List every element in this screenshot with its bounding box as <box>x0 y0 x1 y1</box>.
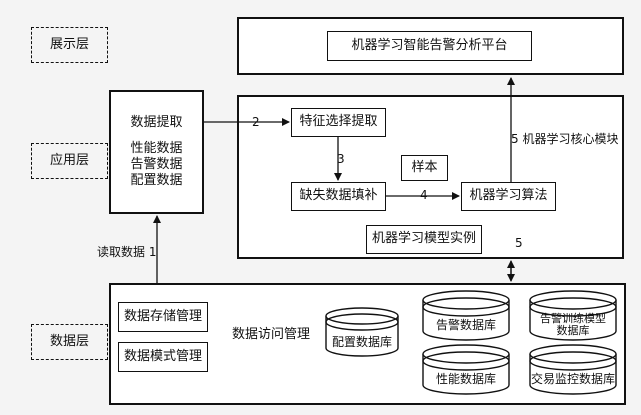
arrow-label-5: 5 <box>515 236 523 250</box>
missing-data-box: 缺失数据填补 <box>291 182 386 211</box>
arrow-label-2: 2 <box>252 115 260 129</box>
storage-mgmt-box: 数据存储管理 <box>118 302 208 332</box>
data-extraction-box: 数据提取 性能数据 告警数据 配置数据 <box>109 90 204 214</box>
database-perf-icon <box>422 344 510 395</box>
schema-mgmt-box: 数据模式管理 <box>118 342 208 372</box>
db-trade-label: 交易监控数据库 <box>530 372 615 386</box>
extraction-item: 配置数据 <box>130 173 183 189</box>
feature-extraction-box: 特征选择提取 <box>291 108 386 137</box>
extraction-item: 性能数据 <box>130 140 183 156</box>
arrow-label-read: 读取数据 1 <box>97 245 157 259</box>
layer-label-application: 应用层 <box>31 143 108 179</box>
ml-algorithm-box: 机器学习算法 <box>461 182 556 211</box>
arrow-label-4: 4 <box>420 188 428 202</box>
arrow-label-3: 3 <box>337 152 345 166</box>
database-config-icon <box>325 307 399 357</box>
layer-label-data: 数据层 <box>31 324 108 360</box>
db-alarm-label: 告警数据库 <box>435 318 496 332</box>
database-trade-icon <box>529 344 617 395</box>
access-mgmt-label: 数据访问管理 <box>231 326 310 342</box>
extraction-item: 告警数据 <box>130 157 183 172</box>
layer-label-display: 展示层 <box>31 27 108 63</box>
platform-box: 机器学习智能告警分析平台 <box>327 31 532 61</box>
db-perf-label: 性能数据库 <box>435 372 496 386</box>
model-instance-box: 机器学习模型实例 <box>366 225 482 254</box>
sample-box: 样本 <box>401 155 448 181</box>
database-train-icon <box>529 290 617 341</box>
extraction-title: 数据提取 <box>130 114 183 130</box>
database-alarm-icon <box>422 290 510 341</box>
core-module-label: 5 机器学习核心模块 <box>511 132 619 146</box>
db-config-label: 配置数据库 <box>331 335 392 349</box>
db-train-label: 告警训练模型 数据库 <box>540 312 606 338</box>
